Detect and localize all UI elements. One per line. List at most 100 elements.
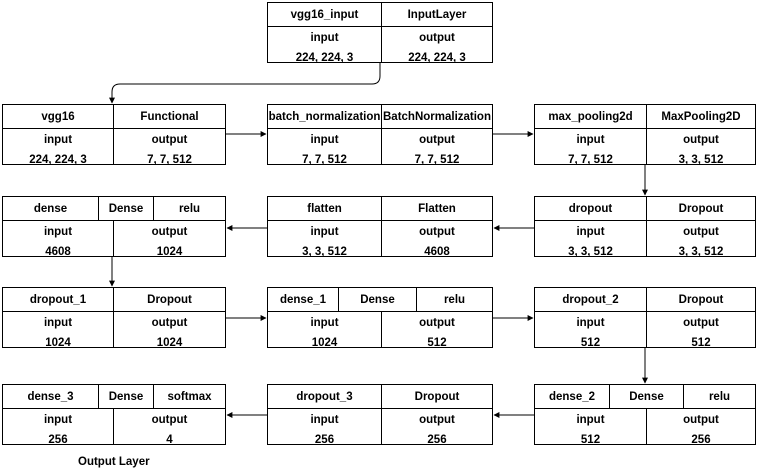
layer-type: Dense [609,385,683,408]
output-shape: 3, 3, 512 [678,246,724,258]
input-label: input [310,414,339,426]
output-section: output 4 [113,408,225,446]
layer-type: InputLayer [381,3,492,26]
layer-activation: relu [683,385,755,408]
input-section: input 1024 [268,311,381,349]
layer-name: max_pooling2d [548,110,633,123]
layer-name: vgg16_input [290,8,359,21]
output-shape: 1024 [156,337,183,349]
input-shape: 3, 3, 512 [302,246,347,258]
output-shape: 512 [691,337,711,349]
output-label: output [151,414,188,426]
output-label: output [151,317,188,329]
layer-type: MaxPooling2D [646,105,755,128]
input-label: input [310,226,339,238]
layer-header: dropout Dropout [535,197,755,221]
layer-name: dense [33,202,68,215]
input-section: input 512 [535,311,646,349]
input-label: input [310,317,339,329]
input-label: input [310,134,339,146]
input-shape: 256 [48,434,68,446]
input-shape: 1024 [45,337,71,349]
output-label: output [419,414,455,426]
layer-name: dense_2 [548,390,596,403]
input-label: input [576,134,605,146]
input-label: input [43,317,73,329]
output-label: output [683,317,719,329]
output-shape: 4608 [424,246,450,258]
layer-name: dropout [568,202,613,215]
layer-type: Dropout [646,197,755,220]
input-shape: 224, 224, 3 [29,154,87,166]
output-section: output 7, 7, 512 [381,128,492,166]
input-label: input [576,317,605,329]
input-shape: 512 [580,434,601,446]
layer-name: dropout_3 [296,390,353,403]
input-shape: 1024 [311,337,338,349]
layer-vgg16-input: vgg16_input InputLayer input 224, 224, 3 out… [267,2,493,64]
output-label: output [151,134,188,146]
input-shape: 7, 7, 512 [568,154,613,166]
output-shape: 7, 7, 512 [147,154,192,166]
input-label: input [43,134,73,146]
output-section: output 7, 7, 512 [113,128,225,166]
input-label: input [576,414,605,426]
input-section: input 1024 [3,311,113,349]
layer-activation: relu [153,197,225,220]
layer-header: max_pooling2d MaxPooling2D [535,105,755,129]
input-label: input [43,414,73,426]
output-shape: 256 [691,434,711,446]
input-label: input [310,32,339,44]
layer-max-pooling2d: max_pooling2d MaxPooling2D input 7, 7, 512 o… [534,104,756,166]
layer-activation: relu [416,288,492,311]
output-shape: 7, 7, 512 [414,154,460,166]
output-section: output 512 [646,311,755,349]
layer-dropout: dropout Dropout input 3, 3, 512 output 3, 3, … [534,196,756,258]
arrow-input-to-vgg16 [109,63,381,104]
layer-name: dropout_1 [29,293,87,306]
input-shape: 512 [580,337,601,349]
layer-activation: softmax [153,385,225,408]
input-section: input 7, 7, 512 [535,128,646,166]
layer-type: BatchNormalization [381,105,492,128]
output-label: output [419,134,455,146]
output-shape: 3, 3, 512 [678,154,724,166]
layer-name: flatten [307,202,342,215]
input-section: input 224, 224, 3 [268,26,381,64]
output-shape: 512 [427,337,447,349]
input-label: input [576,226,605,238]
layer-type: Functional [113,105,225,128]
input-section: input 256 [3,408,113,446]
input-shape: 224, 224, 3 [295,52,354,64]
layer-type: Dropout [646,288,755,311]
layer-name: dense_3 [27,390,74,403]
output-shape: 4 [166,434,173,446]
layer-type: Dense [98,197,153,220]
input-shape: 3, 3, 512 [568,246,613,258]
layer-type: Flatten [381,197,492,220]
layer-type: Dense [338,288,416,311]
output-label: output [683,226,719,238]
output-shape: 256 [427,434,447,446]
layer-header: flatten Flatten [268,197,492,221]
